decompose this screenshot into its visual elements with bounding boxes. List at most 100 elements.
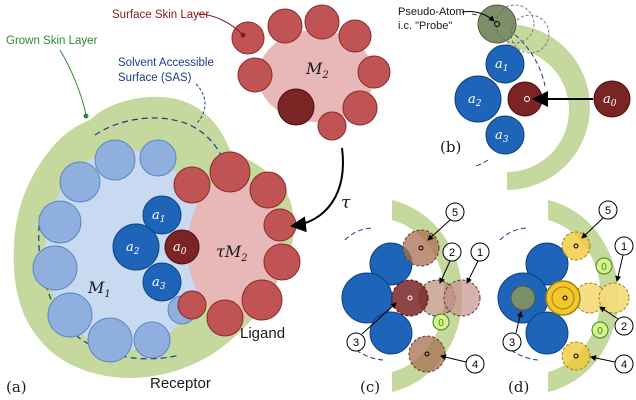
ligand-atom (209, 151, 251, 193)
d-badge-2 (614, 316, 634, 336)
b-a3-label: a (495, 128, 503, 143)
d-leader-3 (515, 311, 523, 334)
c-center (418, 245, 424, 251)
a0-center (524, 96, 530, 102)
c-badge-0-text: 0 (438, 318, 444, 329)
c-badge-1-text: 1 (477, 247, 483, 259)
m1-sub: 1 (104, 289, 110, 300)
receptor-atom (94, 139, 136, 181)
probe-ghost (510, 14, 550, 54)
a1-sub: 1 (160, 215, 166, 225)
c-badge-0 (432, 313, 450, 331)
panel-b-label: (b) (440, 138, 461, 156)
svg-text:a0: a0 (173, 240, 187, 257)
pseudo-atom-label-line1: Pseudo-Atom (398, 6, 465, 18)
a2-label: a (126, 240, 134, 255)
d-probe-5 (561, 231, 591, 261)
b-a2-label: a (468, 92, 476, 107)
d-badge-1-text: 1 (621, 241, 627, 253)
c-a0 (391, 279, 429, 317)
d-badge-5-text: 5 (605, 205, 611, 217)
panel-c-label: (c) (360, 378, 380, 396)
panel-a: a1 a2 a3 a0 M1 τM2 Ligand Receptor (a) G… (6, 35, 301, 396)
d-blue-atom (525, 242, 569, 286)
receptor-atom (139, 139, 177, 177)
m2-atom-dark (277, 88, 315, 126)
a3-label: a (152, 275, 160, 290)
svg-text:a3: a3 (152, 275, 166, 292)
probe-ghost (495, 4, 535, 44)
c-leader-3 (361, 302, 397, 335)
d-center (573, 243, 579, 249)
m2-atom (338, 19, 372, 53)
atom-a0 (164, 229, 200, 265)
m2-label: M (305, 59, 323, 78)
tau-m2-sub: 2 (240, 253, 247, 264)
grown-skin-leader (59, 49, 87, 116)
svg-text:a1: a1 (495, 57, 509, 74)
panel-d: 5 0 1 0 2 3 4 (d) (497, 200, 634, 396)
m2-atom (342, 90, 378, 126)
d-leader-5 (581, 217, 604, 239)
c-leader-1 (466, 260, 479, 284)
sas-label-line1: Solvent Accessible (118, 57, 214, 69)
ligand-label: Ligand (240, 325, 285, 342)
tau-label: τ (341, 193, 351, 213)
receptor-atom (133, 321, 171, 359)
c-badge-5-text: 5 (452, 207, 458, 219)
c-probe-4 (408, 335, 446, 373)
surface-skin-dot (240, 32, 246, 38)
panel-d-skin (548, 200, 619, 392)
ligand-atom (241, 279, 283, 321)
b-a0-label: a (603, 92, 611, 107)
c-leader-2 (439, 260, 451, 284)
d-probe-4 (561, 341, 591, 371)
d-badge-3-text: 3 (509, 337, 515, 349)
surface-skin-layer-label: Surface Skin Layer (112, 9, 209, 21)
c-probe-1 (443, 279, 481, 317)
receptor-atom (87, 317, 133, 363)
a3-sub: 3 (160, 282, 166, 292)
d-badge-4 (614, 354, 634, 374)
panel-d-label: (d) (508, 378, 529, 396)
c-badge-2-text: 2 (449, 247, 455, 259)
receptor-atom (59, 161, 101, 203)
b-a1-label: a (495, 57, 503, 72)
panel-a-label: (a) (6, 378, 27, 396)
sas-leader (195, 83, 206, 125)
d-badge-0a-text: 0 (601, 262, 607, 273)
d-blue-atom (525, 311, 569, 355)
a1-label: a (152, 208, 160, 223)
d-badge-5 (598, 200, 618, 220)
m2-atom (267, 8, 303, 44)
ligand-atom (206, 299, 244, 337)
ligand-atom (173, 166, 211, 204)
c-badge-3 (346, 332, 366, 352)
receptor-atom (32, 245, 78, 291)
ligand-m2: M2 Surface Skin Layer τ (112, 4, 391, 233)
svg-text:a2: a2 (468, 92, 482, 109)
m1-label: M (87, 278, 105, 297)
a2-sub: 2 (133, 247, 140, 257)
svg-text:a3: a3 (495, 128, 509, 145)
d-center (573, 353, 579, 359)
atom-a1 (142, 195, 182, 235)
svg-text:τM2: τM2 (216, 242, 248, 264)
svg-text:a1: a1 (152, 208, 166, 225)
ligand-atoms (173, 151, 301, 337)
atom-b-a2 (454, 75, 502, 123)
svg-text:M1: M1 (87, 278, 111, 300)
d-badge-0b-text: 0 (597, 326, 603, 337)
d-probe-1 (598, 282, 630, 314)
b-a0-sub: 0 (611, 99, 617, 109)
a0-label: a (173, 240, 181, 255)
m2-sub: 2 (321, 70, 328, 81)
c-leader-5 (427, 219, 451, 241)
m2-atom (317, 111, 347, 141)
pseudo-atom-leader (461, 11, 495, 22)
d-badge-1 (614, 236, 634, 256)
d-leader-2 (599, 306, 619, 320)
d-a0-inner (551, 286, 575, 310)
b-a1-sub: 1 (503, 64, 509, 74)
